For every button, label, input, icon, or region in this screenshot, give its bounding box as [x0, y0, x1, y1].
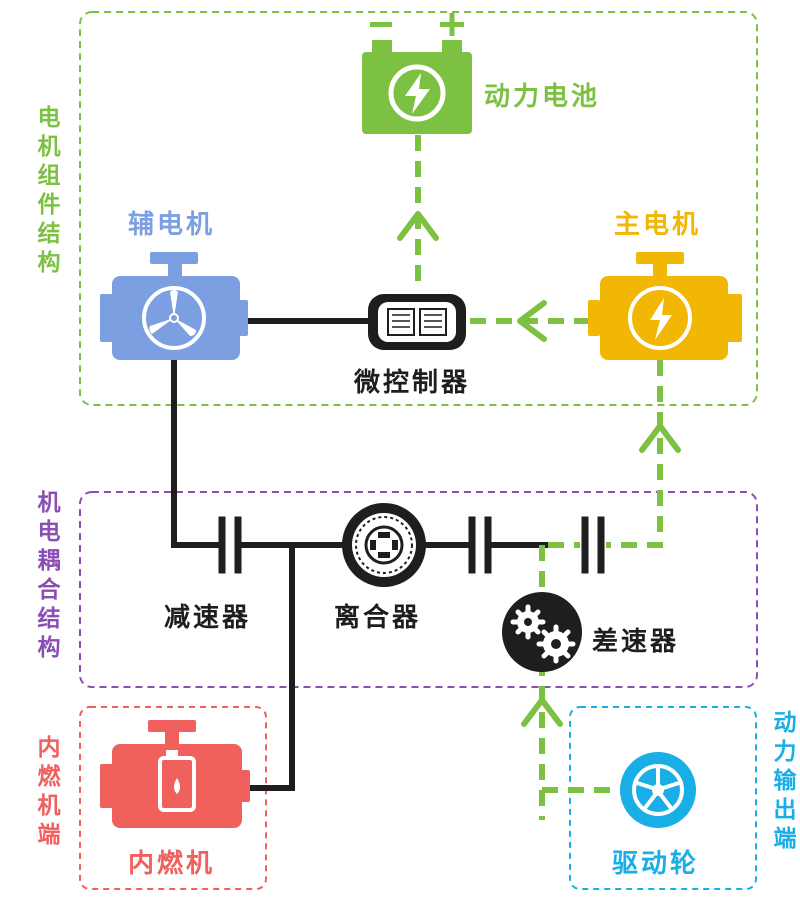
mcu-label: 微控制器: [354, 368, 471, 398]
flow-arrows: [397, 211, 681, 727]
drive-wheel-label: 驱动轮: [612, 849, 700, 879]
main-motor-label: 主电机: [614, 210, 702, 240]
coupling-box: [79, 491, 758, 688]
group-label-coupling: 机电耦合结构: [33, 490, 59, 664]
fuel-engine-icon: [100, 720, 250, 828]
engine-end-box: [79, 706, 267, 890]
differential-label: 差速器: [592, 627, 680, 657]
lightning-motor-icon: [588, 252, 742, 360]
mechanical-shafts: [171, 318, 605, 791]
engine-label: 内燃机: [128, 849, 216, 879]
battery-label: 动力电池: [484, 82, 601, 112]
aux-motor-label: 辅电机: [128, 210, 216, 240]
clutch-icon: [342, 503, 426, 587]
group-label-output-end: 动力输出端: [769, 710, 795, 855]
clutch-label: 离合器: [334, 603, 422, 633]
wheel-icon: [620, 752, 696, 828]
battery-icon: [362, 13, 472, 134]
fan-motor-icon: [100, 252, 248, 360]
energy-flow-lines: [415, 135, 663, 820]
motor-assembly-box: [79, 11, 758, 406]
group-label-motor-assembly: 电机组件结构: [33, 105, 59, 279]
microcontroller-icon: [368, 294, 466, 350]
gears-icon: [502, 592, 582, 672]
output-end-box: [569, 706, 757, 890]
group-label-engine-end: 内燃机端: [33, 735, 59, 851]
reducer-label: 减速器: [164, 603, 252, 633]
